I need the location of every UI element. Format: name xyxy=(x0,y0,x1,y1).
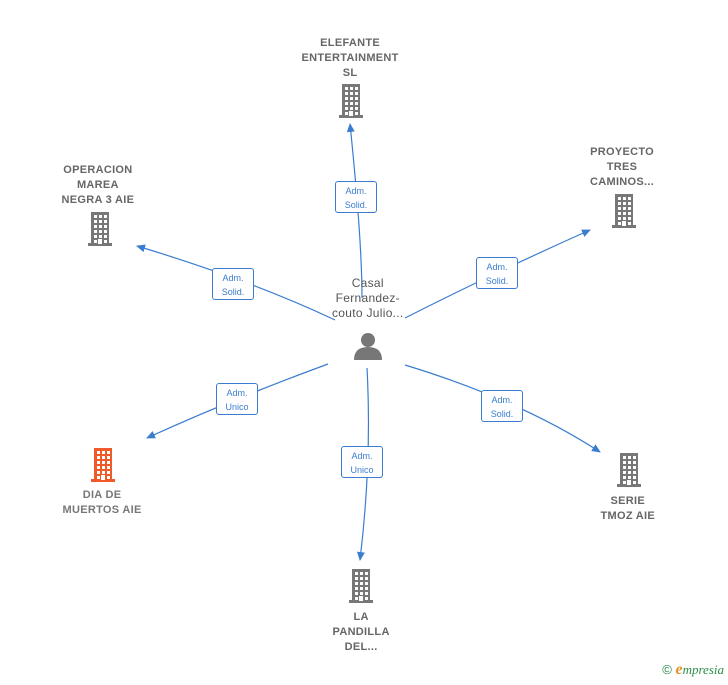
role-badge-line: Adm. xyxy=(351,451,373,461)
company-label-elefante-line: SL xyxy=(342,67,358,79)
company-label-dia-line: DIA DE xyxy=(82,489,122,501)
role-badge-elefante[interactable]: Adm. Solid. xyxy=(335,181,377,213)
role-badge-line: Solid. xyxy=(485,276,509,286)
building-icon[interactable] xyxy=(612,194,636,228)
company-label-proyecto-line: TRES xyxy=(606,161,638,173)
company-label-operacion-line: MAREA xyxy=(76,179,119,191)
building-icon[interactable] xyxy=(617,453,641,487)
role-badge-line: Adm. xyxy=(491,395,513,405)
role-badge-line: Solid. xyxy=(490,409,514,419)
building-icon[interactable] xyxy=(91,448,115,482)
company-label-elefante-line: ENTERTAINMENT xyxy=(301,52,399,64)
copyright-footer: © empresia xyxy=(662,661,724,679)
building-icon[interactable] xyxy=(88,212,112,246)
company-label-pandilla-line: LA xyxy=(353,611,369,623)
center-person-name-line: Fernandez- xyxy=(335,291,400,305)
role-badge-line: Unico xyxy=(350,465,374,475)
company-label-operacion[interactable]: OPERACION MAREA NEGRA 3 AIE xyxy=(62,163,135,208)
role-badge-line: Adm. xyxy=(226,388,248,398)
company-label-elefante-line: ELEFANTE xyxy=(320,37,381,49)
role-badge-line: Adm. xyxy=(222,273,244,283)
empresia-logo[interactable]: empresia xyxy=(675,661,724,678)
role-badge-pandilla[interactable]: Adm. Unico xyxy=(341,446,383,478)
role-badge-line: Adm. xyxy=(486,262,508,272)
role-badge-line: Adm. xyxy=(345,186,367,196)
role-badge-line: Solid. xyxy=(221,287,245,297)
company-label-elefante[interactable]: ELEFANTE ENTERTAINMENT SL xyxy=(302,36,399,81)
company-label-pandilla-line: DEL... xyxy=(344,641,378,653)
role-badge-proyecto[interactable]: Adm. Solid. xyxy=(476,257,518,289)
center-person-name-line: Casal xyxy=(351,276,384,290)
company-label-dia-line: MUERTOS AIE xyxy=(62,504,142,516)
center-person-name-line: couto Julio... xyxy=(332,306,404,320)
company-label-proyecto[interactable]: PROYECTO TRES CAMINOS... xyxy=(590,145,654,190)
company-label-serie-line: TMOZ AIE xyxy=(600,510,656,522)
company-label-dia[interactable]: DIA DE MUERTOS AIE xyxy=(63,488,142,518)
company-label-operacion-line: OPERACION xyxy=(63,164,133,176)
company-label-pandilla-line: PANDILLA xyxy=(332,626,390,638)
company-label-proyecto-line: PROYECTO xyxy=(590,146,655,158)
role-badge-dia[interactable]: Adm. Unico xyxy=(216,383,258,415)
role-badge-line: Unico xyxy=(225,402,249,412)
person-icon[interactable] xyxy=(354,333,382,360)
company-label-pandilla[interactable]: LA PANDILLA DEL... xyxy=(333,610,390,655)
company-label-serie-line: SERIE xyxy=(610,495,646,507)
role-badge-operacion[interactable]: Adm. Solid. xyxy=(212,268,254,300)
building-icon[interactable] xyxy=(349,569,373,603)
edge-elefante xyxy=(346,123,363,299)
copyright-symbol: © xyxy=(662,662,672,677)
building-icon[interactable] xyxy=(339,84,363,118)
company-label-serie[interactable]: SERIE TMOZ AIE xyxy=(601,494,656,524)
company-label-operacion-line: NEGRA 3 AIE xyxy=(61,194,135,206)
company-label-proyecto-line: CAMINOS... xyxy=(590,176,655,188)
role-badge-line: Solid. xyxy=(344,200,368,210)
role-badge-serie[interactable]: Adm. Solid. xyxy=(481,390,523,422)
